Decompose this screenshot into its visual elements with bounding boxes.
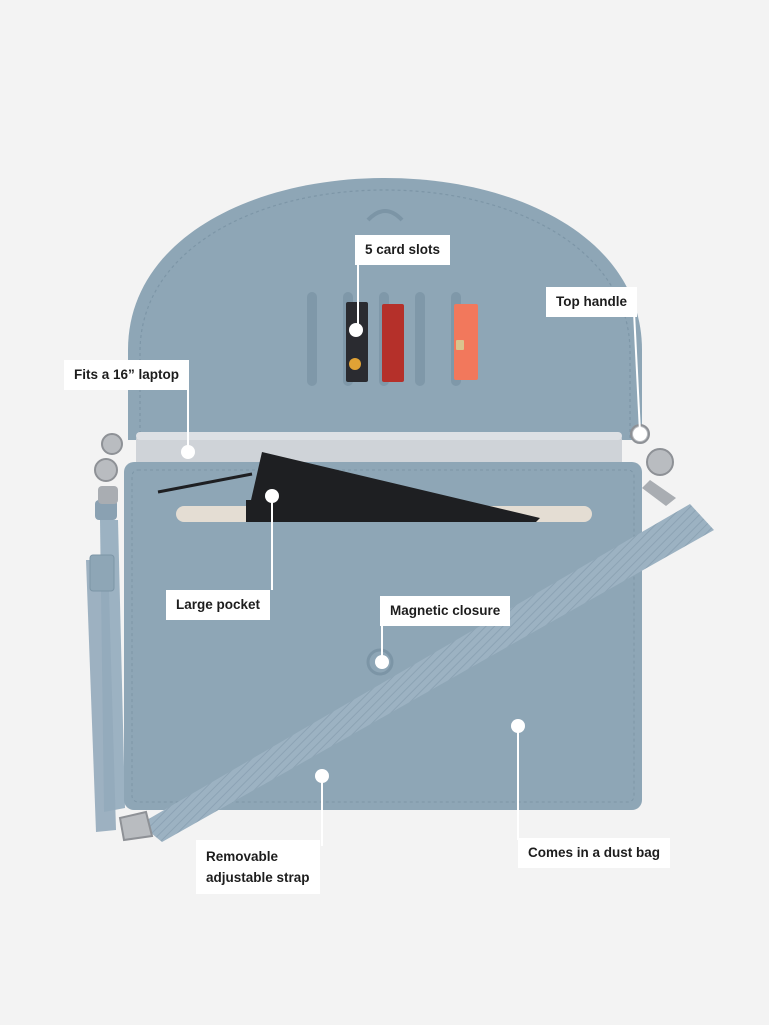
callout-dust-bag-text: Comes in a dust bag <box>528 845 661 860</box>
callout-magnetic-closure-text: Magnetic closure <box>390 603 501 618</box>
callout-strap: Removable adjustable strap <box>196 840 320 894</box>
strap-front <box>140 504 714 842</box>
callout-strap-line1: Removable <box>206 849 279 864</box>
red-card <box>382 304 404 382</box>
strap-left <box>86 500 125 832</box>
hardware-left <box>94 433 123 504</box>
callout-dots <box>181 323 647 783</box>
callout-dust-bag: Comes in a dust bag <box>518 838 671 868</box>
callout-top-handle-text: Top handle <box>556 294 627 309</box>
callout-large-pocket-text: Large pocket <box>176 597 261 612</box>
card-slots <box>307 292 478 386</box>
callout-strap-line2: adjustable strap <box>206 870 310 885</box>
callout-laptop-text: Fits a 16” laptop <box>74 367 180 382</box>
callout-lines <box>187 258 641 846</box>
callout-laptop: Fits a 16” laptop <box>64 360 190 390</box>
callout-top-handle: Top handle <box>546 287 637 317</box>
notebook <box>246 452 540 522</box>
top-handle-loop <box>366 209 404 222</box>
callout-magnetic-closure: Magnetic closure <box>380 596 511 626</box>
callout-card-slots-text: 5 card slots <box>365 242 441 257</box>
coral-card <box>454 304 478 380</box>
callout-large-pocket: Large pocket <box>166 590 271 620</box>
callout-card-slots: 5 card slots <box>355 235 451 265</box>
